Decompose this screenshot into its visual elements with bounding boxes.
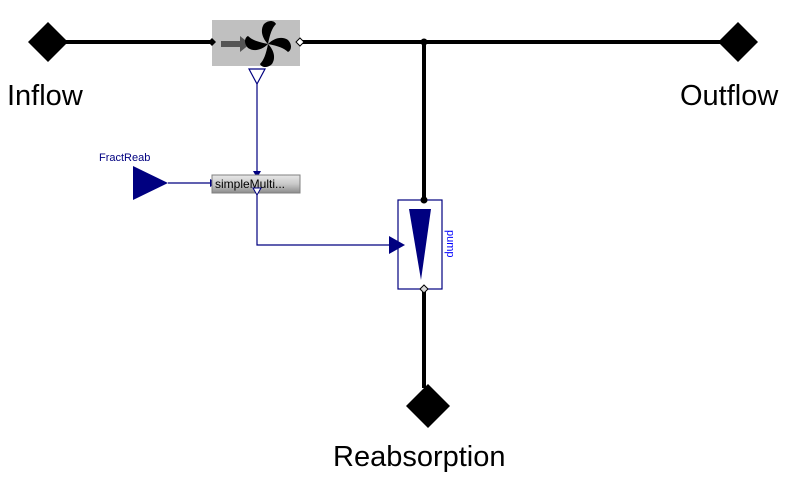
inflow-port[interactable]: Inflow [7,22,84,112]
junction-dot [420,38,428,46]
pump-block[interactable]: pump [389,196,456,294]
flow-connections [62,38,722,388]
reabsorption-label: Reabsorption [333,441,506,473]
fan-icon [245,21,291,67]
arrow-right-icon [221,36,250,52]
flow-connector-diamond-icon [406,384,450,428]
flow-connector-diamond-icon [28,22,68,62]
simple-multiply-block[interactable]: simpleMulti... [211,174,301,197]
flow-connector-diamond-icon [718,22,758,62]
signal-connections [168,84,392,246]
fractreab-label: FractReab [99,152,150,164]
pump-label: pump [444,230,456,258]
simple-multiply-output-triangle[interactable] [252,187,262,197]
real-input-triangle-icon [133,166,168,200]
flow-measure-outlet-connector[interactable] [295,37,305,47]
simple-multiply-label: simpleMulti... [215,177,285,191]
pump-inlet-connector[interactable] [420,196,428,204]
signal-multiply-to-pump[interactable] [256,194,392,246]
flow-measure-output-triangle[interactable] [248,68,266,86]
fractreab-input[interactable]: FractReab [99,152,168,200]
flow-measure-block[interactable] [208,20,305,86]
flow-measure-inlet-connector[interactable] [208,38,216,46]
outflow-port[interactable]: Outflow [680,22,779,112]
inflow-label: Inflow [7,80,84,112]
outflow-label: Outflow [680,80,779,112]
reabsorption-port[interactable]: Reabsorption [333,384,506,473]
pump-solution-flow-input-triangle[interactable] [389,236,405,254]
pump-outlet-connector[interactable] [419,284,429,294]
pump-wedge-icon [409,209,431,280]
